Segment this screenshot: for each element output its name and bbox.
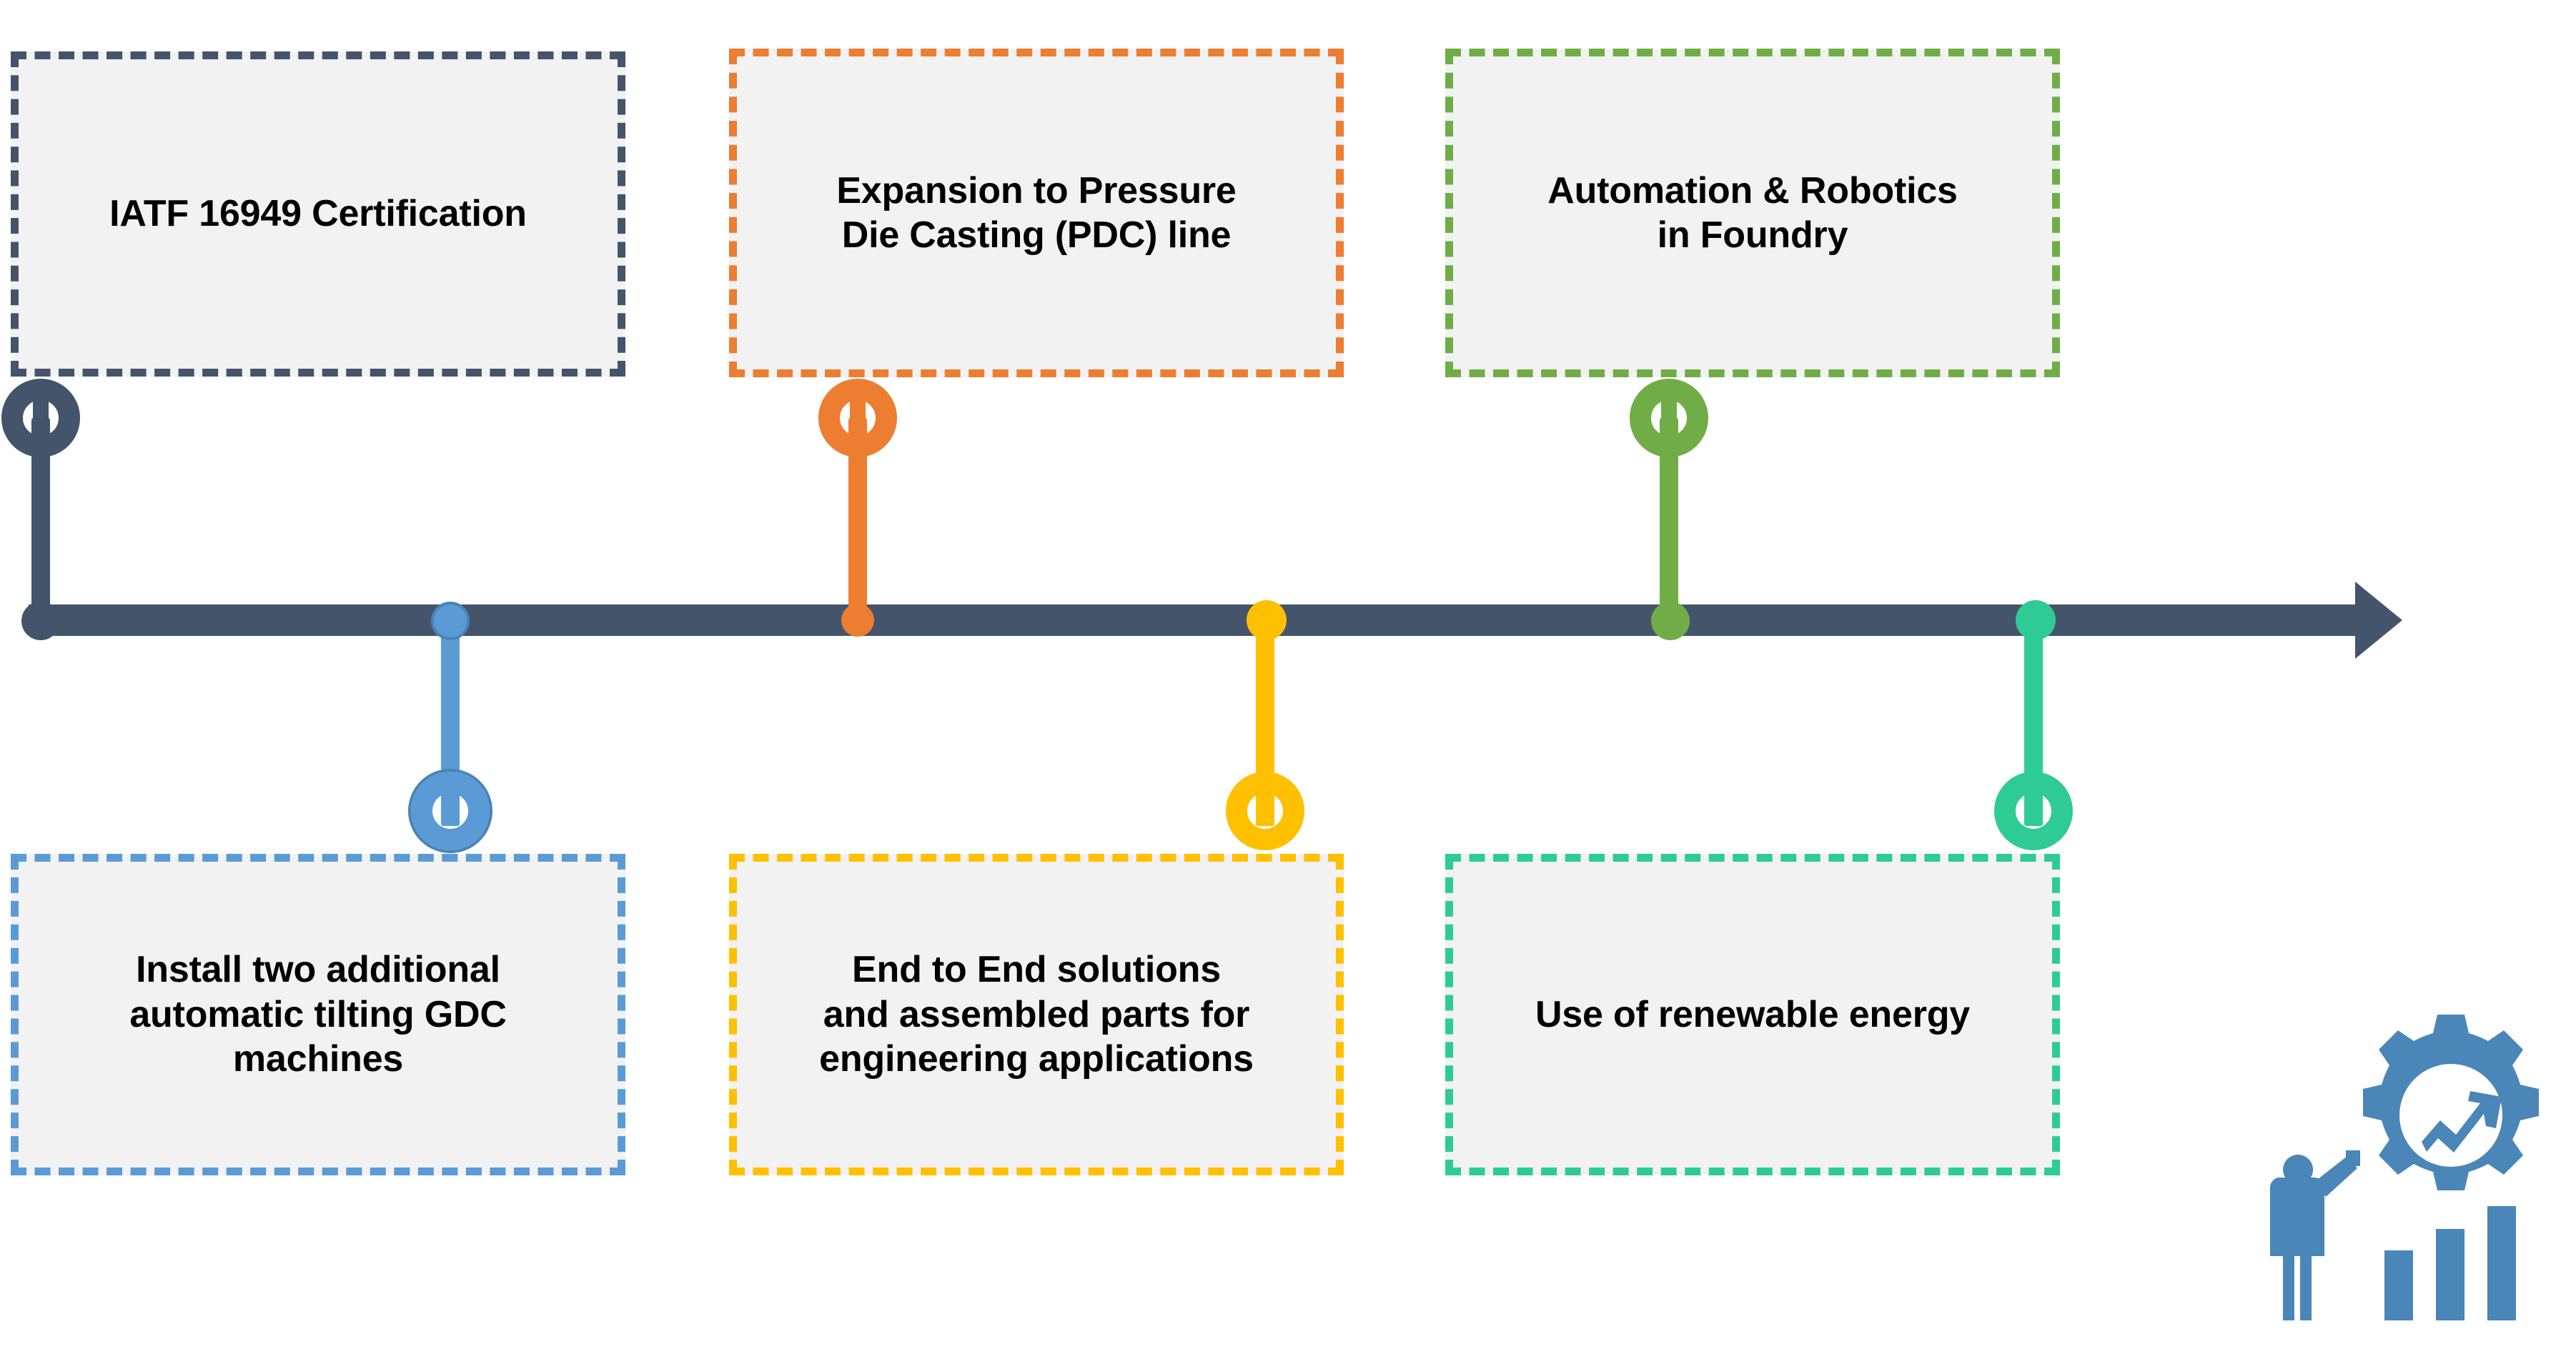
milestone-card-4[interactable]: End to End solutions and assembled parts… [729, 854, 1344, 1175]
milestone-label-2: Install two additional automatic tilting… [129, 949, 507, 1080]
connector-axis-dot-5 [1651, 602, 1690, 640]
connector-axis-dot-1 [24, 604, 57, 637]
milestone-card-5[interactable]: Automation & Robotics in Foundry [1445, 49, 2060, 377]
marker-notch-3 [850, 399, 866, 426]
marker-notch-5 [1661, 399, 1677, 426]
connector-axis-dot-4 [1247, 600, 1287, 640]
milestone-label-1: IATF 16949 Certification [109, 193, 527, 235]
connector-axis-dot-2 [431, 602, 470, 640]
connector-axis-dot-6 [2016, 600, 2056, 640]
milestone-label-5: Automation & Robotics in Foundry [1547, 169, 1958, 256]
milestone-label-6: Use of renewable energy [1535, 993, 1971, 1035]
marker-notch-6 [2026, 795, 2041, 822]
milestone-label-3: Expansion to Pressure Die Casting (PDC) … [836, 169, 1237, 256]
milestone-card-3[interactable]: Expansion to Pressure Die Casting (PDC) … [729, 49, 1344, 377]
timeline-arrowhead-icon [2355, 582, 2402, 659]
milestone-card-1[interactable]: IATF 16949 Certification [11, 51, 625, 377]
milestone-card-6[interactable]: Use of renewable energy [1445, 854, 2060, 1175]
marker-notch-4 [1257, 795, 1273, 822]
timeline-axis-line [29, 604, 2366, 636]
marker-notch-2 [442, 795, 458, 822]
marker-notch-1 [33, 399, 49, 426]
milestone-label-4: End to End solutions and assembled parts… [819, 949, 1254, 1080]
business-growth-gear-icon [2259, 1015, 2559, 1350]
connector-axis-dot-3 [841, 604, 874, 637]
milestone-card-2[interactable]: Install two additional automatic tilting… [11, 854, 625, 1175]
